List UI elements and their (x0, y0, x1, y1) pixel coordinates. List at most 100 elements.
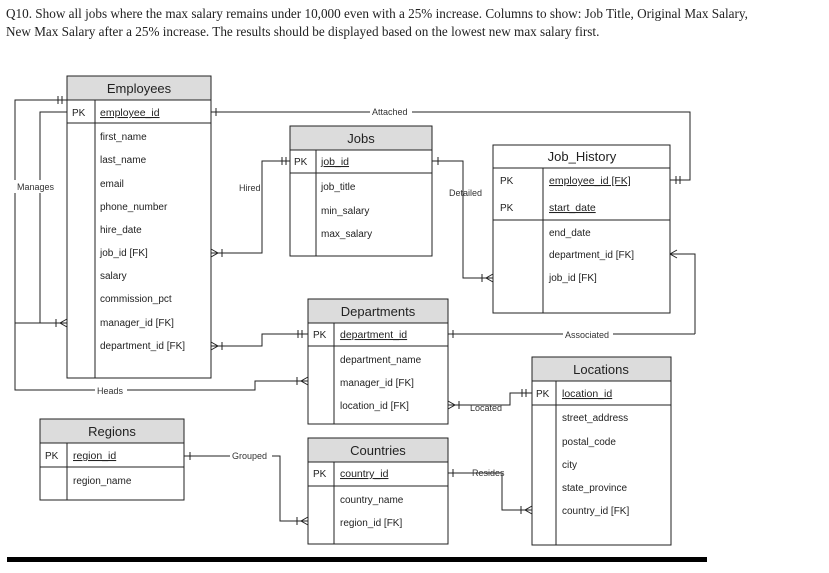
question-text: Q10. Show all jobs where the max salary … (6, 6, 748, 39)
employees-field: salary (100, 271, 127, 282)
departments-title: Departments (341, 304, 416, 319)
relationship-hired: Hired (239, 183, 261, 193)
employees-box (66, 75, 212, 379)
employees-field: email (100, 179, 124, 190)
job-history-pk-label: PK (500, 203, 514, 214)
bottom-divider (7, 557, 707, 562)
manages-one-mark (57, 96, 63, 104)
jobs-title: Jobs (347, 131, 375, 146)
countries-pk-field: country_id (340, 468, 389, 480)
countries-field: region_id [FK] (340, 518, 402, 529)
departments-field: department_name (340, 355, 422, 366)
departments-field: location_id [FK] (340, 401, 409, 412)
employees-field: manager_id [FK] (100, 318, 174, 329)
relationship-located: Located (470, 403, 502, 413)
job-history-pk-label: PK (500, 176, 514, 187)
hired-line (211, 160, 290, 254)
manages-label-bg (12, 180, 58, 193)
entity-job-history: Job_History PK employee_id [FK] PK start… (492, 144, 671, 314)
jh-dept-line (670, 253, 696, 334)
relationship-attached: Attached (372, 107, 408, 117)
jobs-field: min_salary (321, 206, 369, 217)
relationship-manages: Manages (17, 182, 55, 192)
connector-lines (14, 96, 696, 526)
detailed-many-mark (481, 273, 494, 283)
relationship-detailed: Detailed (449, 188, 482, 198)
locations-field: street_address (562, 413, 628, 424)
heads-line (14, 323, 308, 391)
manages-inner-line (39, 111, 67, 323)
countries-header (307, 437, 449, 463)
employees-pk-label: PK (72, 108, 86, 119)
entity-employees: Employees PK employee_id first_name last… (66, 75, 212, 379)
job-history-field: department_id [FK] (549, 250, 634, 261)
departments-pk-field: department_id (340, 329, 407, 341)
heads-many-mark (296, 376, 309, 386)
entity-locations: Locations PK location_id street_address … (531, 356, 672, 546)
jobs-pk-field: job_id (320, 156, 349, 168)
job-history-header (492, 144, 671, 169)
regions-title: Regions (88, 424, 136, 439)
job-history-field: job_id [FK] (548, 273, 597, 284)
locations-field: state_province (562, 483, 627, 494)
employees-field: last_name (100, 155, 147, 166)
employees-field: first_name (100, 132, 147, 143)
employees-field: department_id [FK] (100, 341, 185, 352)
regions-pk-field: region_id (73, 450, 116, 462)
relationship-associated: Associated (565, 330, 609, 340)
countries-pk-label: PK (313, 469, 327, 480)
regions-field: region_name (73, 476, 132, 487)
grouped-many-mark (296, 516, 309, 526)
countries-title: Countries (350, 443, 406, 458)
located-line (448, 392, 532, 406)
countries-field: country_name (340, 495, 404, 506)
hired-many-mark (210, 248, 223, 258)
employees-field: hire_date (100, 225, 142, 236)
job-history-box (492, 144, 671, 314)
associated-label-bg (563, 329, 613, 341)
hired-one-mark (281, 157, 287, 165)
employees-field: phone_number (100, 202, 168, 213)
attached-label-bg (370, 106, 412, 118)
locations-title: Locations (573, 362, 629, 377)
locations-header (531, 356, 672, 382)
regions-pk-label: PK (45, 451, 59, 462)
departments-pk-label: PK (313, 330, 327, 341)
job-history-title: Job_History (548, 149, 617, 164)
job-history-pk-field: employee_id [FK] (549, 175, 631, 187)
emp-dept-one-mark (297, 330, 303, 338)
jobs-field: job_title (320, 182, 356, 193)
job-history-field: end_date (549, 228, 591, 239)
entity-countries: Countries PK country_id country_name reg… (307, 437, 449, 545)
located-one-mark (521, 389, 527, 397)
relationship-resides: Resides (472, 468, 505, 478)
heads-label-bg (95, 385, 127, 397)
jobs-pk-label: PK (294, 157, 308, 168)
departments-header (307, 298, 449, 324)
locations-box (531, 356, 672, 546)
grouped-label-bg (230, 450, 272, 462)
located-many-mark (447, 400, 460, 410)
employees-title: Employees (107, 81, 172, 96)
emp-dept-many-mark (210, 341, 223, 351)
relationship-heads: Heads (97, 386, 124, 396)
regions-header (39, 418, 185, 444)
employees-field: job_id [FK] (99, 248, 148, 259)
relationship-grouped: Grouped (232, 451, 267, 461)
emp-dept-line (211, 333, 308, 347)
employees-field: commission_pct (100, 294, 172, 305)
resides-line (448, 472, 532, 511)
entity-regions: Regions PK region_id region_name (39, 418, 185, 501)
locations-field: city (562, 460, 577, 471)
departments-field: manager_id [FK] (340, 378, 414, 389)
resides-many-mark (520, 505, 533, 515)
detailed-line (432, 160, 493, 279)
locations-field: postal_code (562, 437, 616, 448)
entity-jobs: Jobs PK job_id job_title min_salary max_… (289, 125, 433, 257)
jobs-header (289, 125, 433, 151)
entity-departments: Departments PK department_id department_… (307, 298, 449, 425)
jobs-field: max_salary (321, 229, 372, 240)
manages-many-mark (55, 318, 68, 328)
grouped-line (184, 455, 308, 522)
